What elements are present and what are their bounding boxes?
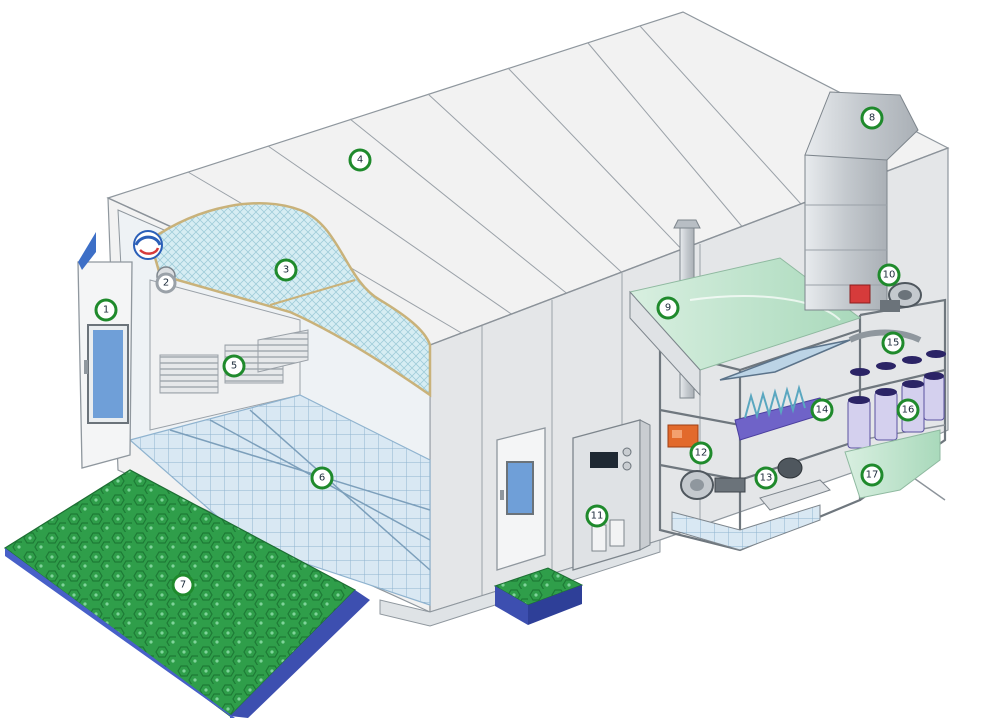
entry-ramp-side [5, 548, 235, 718]
door-hinge-panel [78, 232, 96, 270]
callout-5: 5 [222, 354, 246, 378]
svg-text:11: 11 [591, 511, 604, 522]
svg-text:8: 8 [869, 113, 875, 124]
booth-base-plinth [379, 539, 661, 627]
door-window-glass [93, 330, 123, 418]
control-cabinet-side [639, 419, 651, 551]
exhaust-louver-left [159, 354, 219, 394]
step-platform-side [495, 586, 528, 625]
control-vents [591, 519, 625, 552]
supply-fan [680, 457, 803, 500]
svg-text:15: 15 [887, 338, 900, 349]
callout-12: 12 [689, 441, 713, 465]
side-door-handle [500, 490, 504, 500]
control-display [590, 452, 618, 468]
callout-9: 9 [656, 296, 680, 320]
callout-2: 2 [155, 272, 177, 294]
control-knob-2 [622, 461, 632, 471]
exhaust-duct [804, 154, 888, 311]
door-handle [84, 360, 88, 374]
control-knob-1 [622, 447, 632, 457]
callout-1: 1 [94, 298, 118, 322]
callout-16: 16 [896, 398, 920, 422]
callout-14: 14 [810, 398, 834, 422]
svg-text:7: 7 [180, 580, 186, 591]
callout-17: 17 [860, 463, 884, 487]
callout-6: 6 [310, 466, 334, 490]
svg-text:6: 6 [319, 473, 325, 484]
callout-15: 15 [881, 331, 905, 355]
svg-text:9: 9 [665, 303, 671, 314]
exhaust-duct-seams [805, 204, 887, 286]
callout-4: 4 [348, 148, 372, 172]
svg-text:4: 4 [357, 155, 363, 166]
svg-text:13: 13 [760, 473, 773, 484]
callout-13: 13 [754, 466, 778, 490]
chimney-cap [673, 219, 701, 229]
intake-hood-front [629, 290, 701, 397]
filter-cartridges [847, 350, 946, 449]
svg-text:1: 1 [103, 305, 109, 316]
svg-text:5: 5 [231, 361, 237, 372]
svg-text:16: 16 [902, 405, 915, 416]
callout-3: 3 [274, 258, 298, 282]
plant-base-grate [671, 504, 821, 551]
svg-text:2: 2 [163, 278, 169, 289]
bag-filter-pleats [744, 384, 806, 420]
exhaust-louver-right [257, 329, 309, 373]
svg-text:10: 10 [883, 270, 896, 281]
svg-text:14: 14 [816, 405, 829, 416]
svg-text:17: 17 [866, 470, 879, 481]
step-platform-front [528, 585, 582, 625]
callout-7: 7 [171, 573, 195, 597]
exhaust-duct-elbow [804, 91, 919, 161]
svg-text:12: 12 [695, 448, 708, 459]
callout-10: 10 [877, 263, 901, 287]
svg-text:3: 3 [283, 265, 289, 276]
exhaust-fan [849, 282, 922, 312]
supply-duct-box [759, 479, 831, 511]
entry-ramp-edge [230, 590, 370, 718]
callout-8: 8 [860, 106, 884, 130]
side-door-window [506, 461, 534, 515]
callout-11: 11 [585, 504, 609, 528]
